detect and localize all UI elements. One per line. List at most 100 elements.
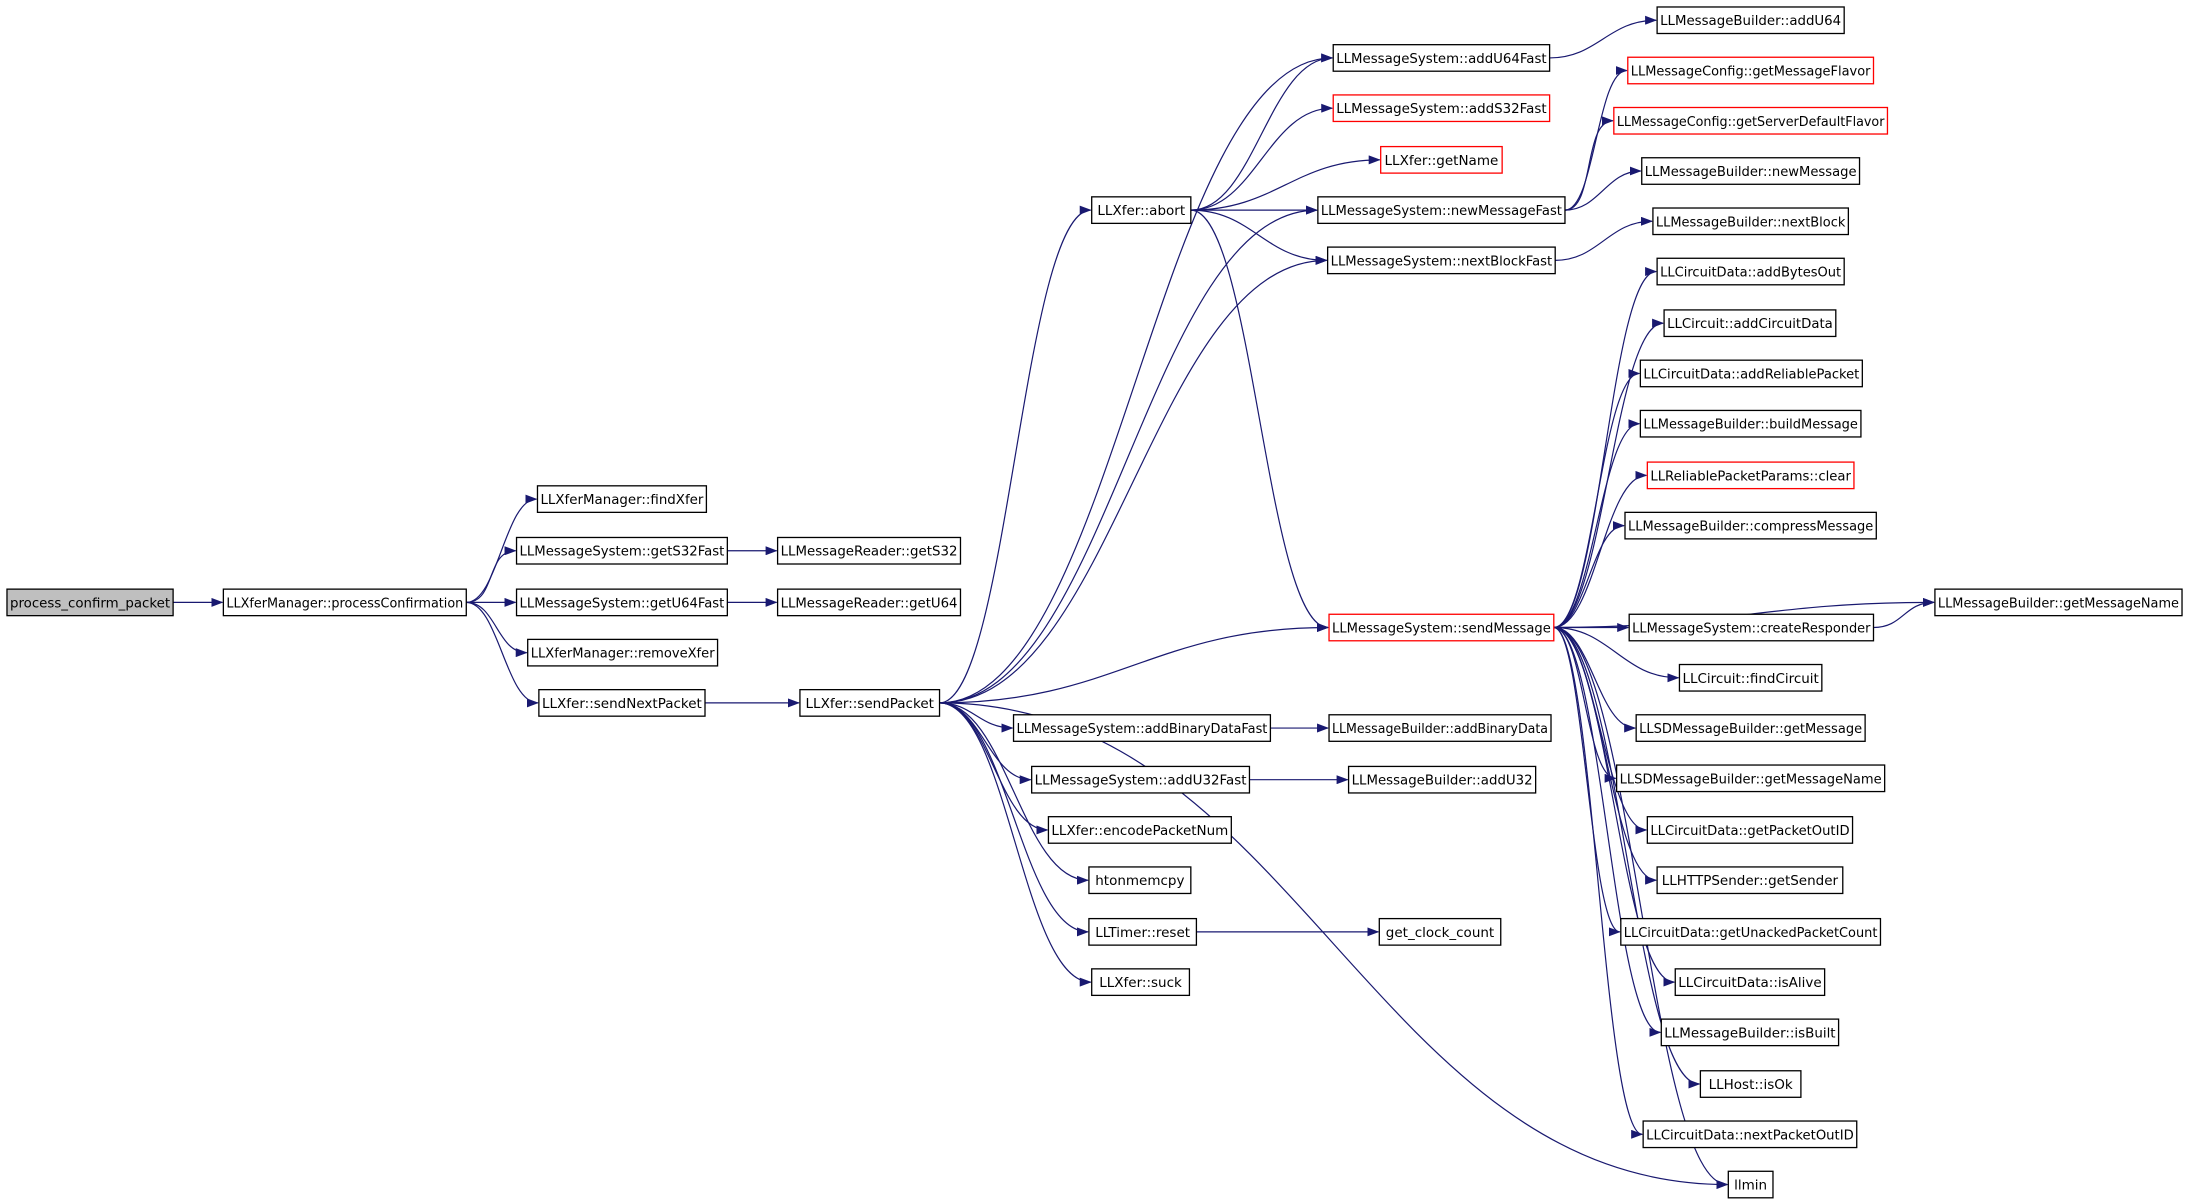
node-llmessagebuilder-addu64[interactable]: LLMessageBuilder::addU64 [1656, 6, 1845, 35]
node-llxfer-sendpacket[interactable]: LLXfer::sendPacket [799, 688, 941, 717]
node-llhttpsender-getsender[interactable]: LLHTTPSender::getSender [1656, 866, 1844, 895]
node-llmessagebuilder-nextblock[interactable]: LLMessageBuilder::nextBlock [1652, 207, 1850, 236]
node-label: LLMessageBuilder::isBuilt [1664, 1025, 1835, 1041]
node-llcircuit-addcircuitdata[interactable]: LLCircuit::addCircuitData [1663, 309, 1837, 338]
node-llcircuitdata-getunackedpacketcount[interactable]: LLCircuitData::getUnackedPacketCount [1620, 917, 1882, 946]
node-get-clock-count[interactable]: get_clock_count [1378, 917, 1502, 946]
node-lltimer-reset[interactable]: LLTimer::reset [1088, 917, 1198, 946]
node-llxfer-suck[interactable]: LLXfer::suck [1091, 968, 1191, 997]
node-llxfer-sendnextpacket[interactable]: LLXfer::sendNextPacket [538, 688, 706, 717]
node-box [1624, 511, 1877, 540]
node-llmessagesystem-gets32fast[interactable]: LLMessageSystem::getS32Fast [515, 536, 728, 565]
node-llmessagesystem-createresponder[interactable]: LLMessageSystem::createResponder [1628, 613, 1875, 642]
node-llxfer-encodepacketnum[interactable]: LLXfer::encodePacketNum [1047, 816, 1232, 844]
node-label: llmin [1734, 1178, 1767, 1194]
node-box [1628, 613, 1875, 642]
node-label: LLCircuit::addCircuitData [1667, 316, 1833, 332]
node-llmessagebuilder-buildmessage[interactable]: LLMessageBuilder::buildMessage [1639, 409, 1862, 438]
node-llmessagebuilder-addu32[interactable]: LLMessageBuilder::addU32 [1347, 765, 1537, 794]
node-box [527, 638, 719, 667]
node-box [515, 588, 728, 617]
node-label: LLXfer::abort [1097, 203, 1185, 219]
node-llcircuitdata-getpacketoutid[interactable]: LLCircuitData::getPacketOutID [1646, 816, 1854, 844]
node-llmessagesystem-addu32fast[interactable]: LLMessageSystem::addU32Fast [1031, 765, 1251, 794]
edge-layer [173, 15, 1935, 1190]
node-llhost-isok[interactable]: LLHost::isOk [1699, 1070, 1802, 1098]
node-llsdmessagebuilder-getmessage[interactable]: LLSDMessageBuilder::getMessage [1635, 714, 1866, 742]
node-llcircuitdata-addbytesout[interactable]: LLCircuitData::addBytesOut [1656, 257, 1845, 286]
node-llxfermanager-findxfer[interactable]: LLXferManager::findXfer [536, 485, 708, 513]
node-llcircuit-findcircuit[interactable]: LLCircuit::findCircuit [1678, 663, 1823, 692]
edge-n22-to-n40 [1553, 626, 1637, 733]
node-llmessagesystem-sendmessage[interactable]: LLMessageSystem::sendMessage [1328, 613, 1555, 642]
node-llmin[interactable]: llmin [1727, 1170, 1774, 1199]
node-label: LLXferManager::processConfirmation [226, 595, 463, 611]
node-llmessagesystem-newmessagefast[interactable]: LLMessageSystem::newMessageFast [1317, 196, 1566, 225]
node-label: LLCircuitData::isAlive [1678, 975, 1821, 991]
node-label: LLMessageSystem::sendMessage [1332, 621, 1551, 637]
node-llmessagebuilder-newmessage[interactable]: LLMessageBuilder::newMessage [1641, 157, 1861, 185]
node-llmessagebuilder-isbuilt[interactable]: LLMessageBuilder::isBuilt [1660, 1018, 1840, 1047]
edge-n22-to-n48 [1553, 626, 1644, 1139]
node-llmessageconfig-getmessageflavor[interactable]: LLMessageConfig::getMessageFlavor [1627, 56, 1875, 85]
node-llreliablepacketparams-clear[interactable]: LLReliablePacketParams::clear [1646, 461, 1855, 490]
edge-n1-to-n5 [466, 601, 528, 658]
edge-n9-to-n10 [939, 205, 1092, 704]
node-llmessagebuilder-addbinarydata[interactable]: LLMessageBuilder::addBinaryData [1328, 714, 1552, 742]
node-box [1332, 44, 1551, 72]
node-llmessagereader-getu64[interactable]: LLMessageReader::getU64 [776, 588, 962, 617]
node-label: LLCircuitData::addReliablePacket [1643, 366, 1859, 382]
node-box [1613, 106, 1889, 135]
node-box [776, 536, 962, 565]
node-label: LLCircuitData::nextPacketOutID [1646, 1127, 1854, 1143]
node-box [1620, 917, 1882, 946]
node-box [1656, 257, 1845, 286]
node-llmessagebuilder-compressmessage[interactable]: LLMessageBuilder::compressMessage [1624, 511, 1877, 540]
node-label: LLXfer::suck [1099, 975, 1182, 991]
edge-n9-to-n20 [939, 205, 1318, 704]
node-label: LLMessageBuilder::addU64 [1660, 13, 1841, 29]
edge-n22-to-n34 [1553, 419, 1641, 629]
node-llmessagesystem-getu64fast[interactable]: LLMessageSystem::getU64Fast [515, 588, 728, 617]
edge-n21-to-n30 [1555, 216, 1653, 261]
node-box [515, 536, 728, 565]
node-llxfer-abort[interactable]: LLXfer::abort [1091, 196, 1192, 225]
node-llmessagesystem-nextblockfast[interactable]: LLMessageSystem::nextBlockFast [1326, 246, 1556, 275]
node-llxfer-getname[interactable]: LLXfer::getName [1380, 145, 1503, 174]
node-label: process_confirm_packet [10, 595, 170, 611]
edge-n10-to-n19 [1190, 155, 1381, 211]
edge-n37-to-n38 [1873, 597, 1935, 629]
edge-n20-to-n27 [1564, 66, 1628, 211]
edge-n22-to-n36 [1553, 521, 1625, 629]
node-llcircuitdata-nextpacketoutid[interactable]: LLCircuitData::nextPacketOutID [1642, 1120, 1858, 1149]
edge-n9-to-n22 [939, 623, 1330, 704]
node-box [1660, 1018, 1840, 1047]
node-box [1047, 816, 1232, 844]
node-llcircuitdata-isalive[interactable]: LLCircuitData::isAlive [1674, 968, 1826, 997]
node-label: LLMessageSystem::getU64Fast [520, 595, 725, 611]
node-llxfermanager-removexfer[interactable]: LLXferManager::removeXfer [527, 638, 719, 667]
node-label: LLXferManager::removeXfer [531, 646, 715, 662]
node-llsdmessagebuilder-getmessagename[interactable]: LLSDMessageBuilder::getMessageName [1615, 764, 1886, 793]
node-box [1380, 145, 1503, 174]
edge-n1-to-n2 [466, 494, 538, 603]
node-llmessagesystem-addbinarydatafast[interactable]: LLMessageSystem::addBinaryDataFast [1012, 714, 1272, 742]
node-box [1639, 359, 1863, 388]
node-llmessagebuilder-getmessagename[interactable]: LLMessageBuilder::getMessageName [1934, 588, 2183, 617]
node-htonmemcpy[interactable]: htonmemcpy [1088, 866, 1192, 895]
node-label: LLXfer::sendPacket [806, 696, 934, 712]
node-label: LLXfer::sendNextPacket [542, 696, 702, 712]
node-llmessageconfig-getserverdefaultflavor[interactable]: LLMessageConfig::getServerDefaultFlavor [1613, 106, 1889, 135]
node-box [1639, 409, 1862, 438]
node-llmessagesystem-addu64fast[interactable]: LLMessageSystem::addU64Fast [1332, 44, 1551, 72]
node-llxfermanager-processconfirmation[interactable]: LLXferManager::processConfirmation [222, 588, 467, 617]
node-llcircuitdata-addreliablepacket[interactable]: LLCircuitData::addReliablePacket [1639, 359, 1863, 388]
edge-n22-to-n46 [1553, 626, 1662, 1037]
edge-n9-to-n16 [939, 702, 1092, 987]
node-llmessagereader-gets32[interactable]: LLMessageReader::getS32 [776, 536, 962, 565]
edge-n17-to-n26 [1549, 15, 1658, 59]
node-label: LLMessageSystem::addU32Fast [1035, 773, 1247, 789]
node-label: LLMessageBuilder::buildMessage [1643, 417, 1858, 433]
node-llmessagesystem-adds32fast[interactable]: LLMessageSystem::addS32Fast [1332, 94, 1551, 123]
node-label: LLReliablePacketParams::clear [1650, 468, 1851, 484]
